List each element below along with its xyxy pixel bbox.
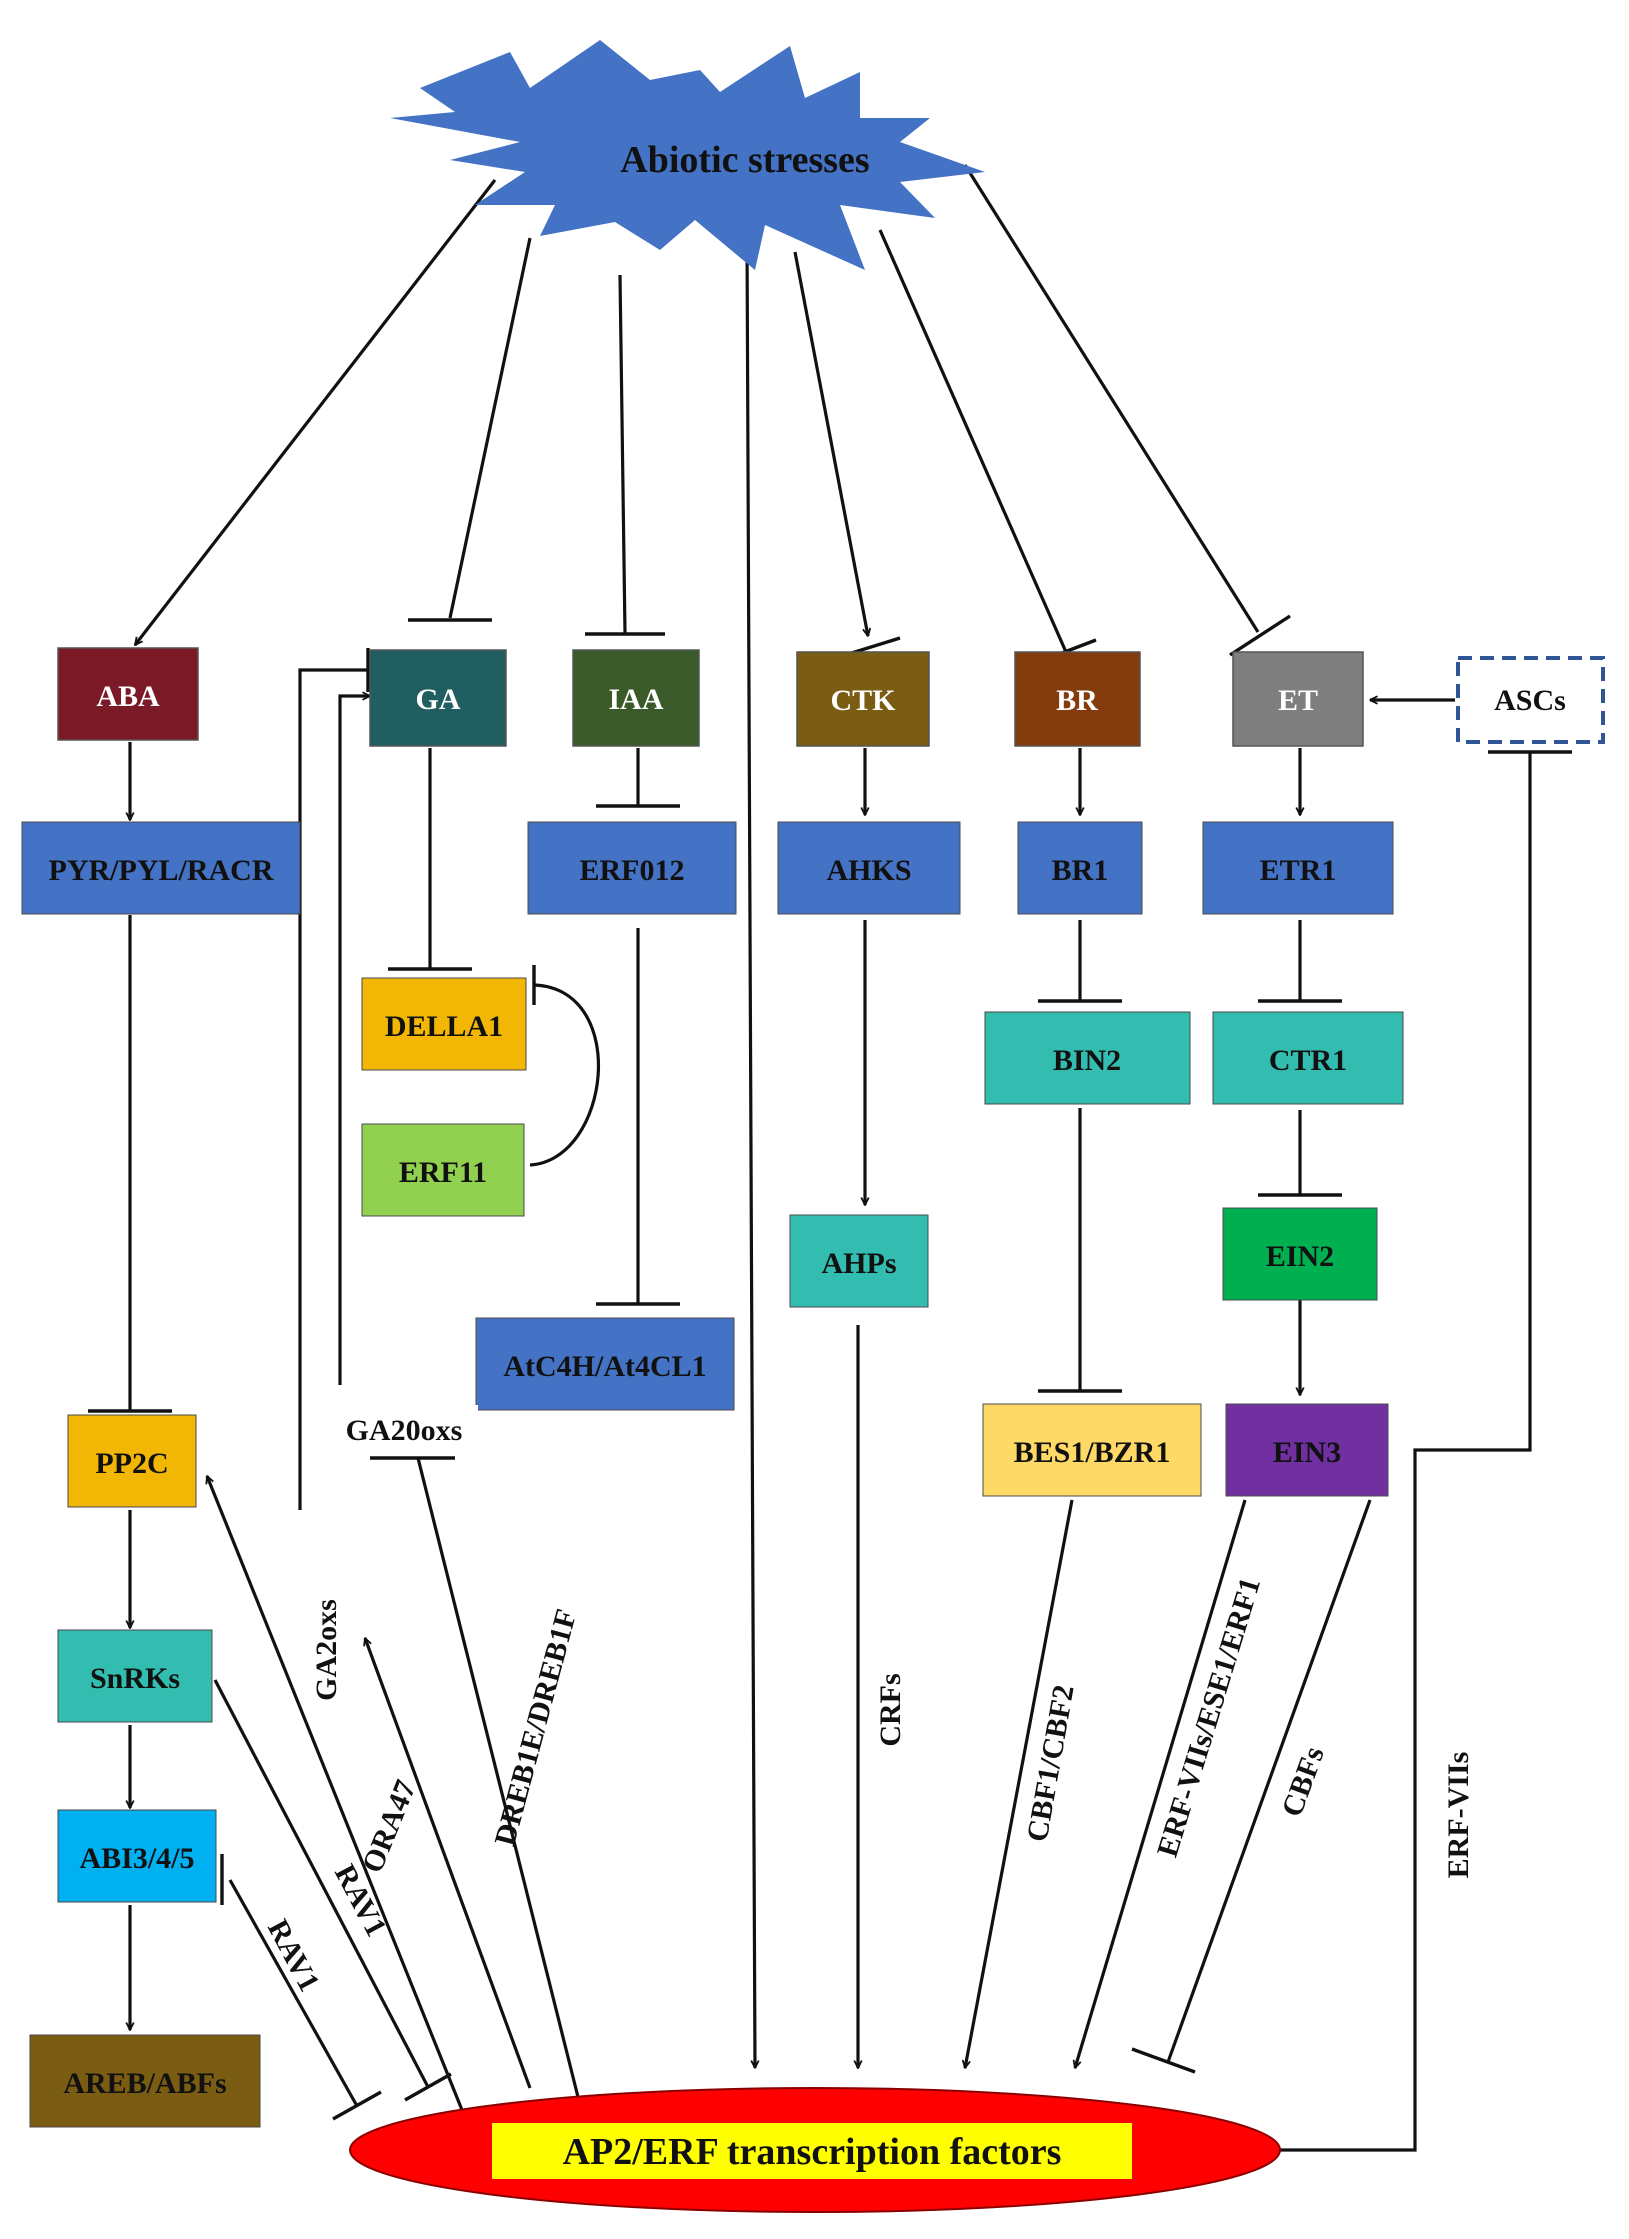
- edges-ga-pathway: [298, 648, 601, 2106]
- svg-text:ERF012: ERF012: [580, 854, 685, 887]
- svg-text:PP2C: PP2C: [95, 1447, 168, 1480]
- svg-text:BES1/BZR1: BES1/BZR1: [1014, 1436, 1171, 1469]
- ga20oxs-label: GA20oxs: [346, 1414, 463, 1447]
- svg-text:BR1: BR1: [1052, 854, 1109, 887]
- edge-label-cbf12: CBF1/CBF2: [1021, 1683, 1081, 1845]
- node-della1: DELLA1: [361, 977, 527, 1071]
- node-atc4h: AtC4H/At4CL1: [475, 1317, 735, 1411]
- svg-text:AHKS: AHKS: [826, 854, 911, 887]
- edges-et-pathway: [1075, 700, 1572, 2152]
- svg-text:BIN2: BIN2: [1053, 1044, 1121, 1077]
- svg-text:ET: ET: [1278, 684, 1318, 717]
- node-br1: BR1: [1017, 821, 1143, 915]
- svg-text:EIN2: EIN2: [1266, 1240, 1334, 1273]
- svg-text:DELLA1: DELLA1: [385, 1010, 503, 1043]
- svg-text:AtC4H/At4CL1: AtC4H/At4CL1: [503, 1350, 706, 1383]
- node-ein3: EIN3: [1225, 1403, 1389, 1497]
- svg-text:CTK: CTK: [830, 684, 896, 717]
- hormone-box-et: ET: [1232, 651, 1364, 747]
- svg-text:ETR1: ETR1: [1260, 854, 1337, 887]
- svg-text:PYR/PYL/RACR: PYR/PYL/RACR: [49, 854, 274, 887]
- edge-label-crfs: CRFs: [874, 1673, 907, 1746]
- edge-label-erfvii: ERF-VIIs: [1442, 1752, 1475, 1879]
- edges-ctk-pathway: [858, 748, 865, 2068]
- node-ctr1: CTR1: [1212, 1011, 1404, 1105]
- ga2oxs-label: GA2oxs: [310, 1599, 343, 1701]
- svg-text:BR: BR: [1056, 684, 1098, 717]
- svg-text:GA: GA: [416, 683, 461, 716]
- hormone-box-ctk: CTK: [796, 651, 930, 747]
- edge-label-cbfs: CBFs: [1275, 1742, 1331, 1821]
- svg-text:CTR1: CTR1: [1269, 1044, 1347, 1077]
- svg-text:ABI3/4/5: ABI3/4/5: [79, 1842, 194, 1875]
- svg-text:AREB/ABFs: AREB/ABFs: [63, 2067, 226, 2100]
- node-areb: AREB/ABFs: [29, 2034, 261, 2128]
- node-erf012: ERF012: [527, 821, 737, 915]
- hormone-box-aba: ABA: [57, 647, 199, 741]
- node-pyr: PYR/PYL/RACR: [21, 821, 301, 915]
- hormone-box-br: BR: [1014, 651, 1141, 747]
- asc-label: ASCs: [1494, 684, 1566, 717]
- edges-iaa-pathway: [596, 748, 680, 1306]
- node-abi: ABI3/4/5: [57, 1809, 217, 1903]
- stress-title: Abiotic stresses: [620, 139, 869, 181]
- edges-br-pathway: [965, 748, 1122, 2068]
- node-bes1: BES1/BZR1: [982, 1403, 1202, 1497]
- asc-box: ASCs: [1456, 656, 1605, 744]
- free-labels: GA20oxs GA2oxs: [310, 1405, 478, 1701]
- hormone-box-iaa: IAA: [572, 649, 700, 747]
- edges-aba-pathway: [88, 742, 464, 2121]
- node-snrks: SnRKs: [57, 1629, 213, 1723]
- node-erf11: ERF11: [361, 1123, 525, 1217]
- svg-text:AHPs: AHPs: [822, 1247, 897, 1280]
- node-ein2: EIN2: [1222, 1207, 1378, 1301]
- edge-labels: RAV1 RAV1 ORA47 DREB1E/DREB1F CRFs CBF1/…: [261, 1574, 1475, 1997]
- hormone-box-ga: GA: [369, 649, 507, 747]
- stress-star: [390, 40, 985, 270]
- node-ahps: AHPs: [789, 1214, 929, 1308]
- hormone-boxes: ABA GA IAA CTK BR ET: [57, 647, 1364, 747]
- edge-label-ora47: ORA47: [356, 1775, 423, 1877]
- node-bin2: BIN2: [984, 1011, 1191, 1105]
- target-highlight: [492, 2123, 1132, 2179]
- svg-text:IAA: IAA: [608, 683, 663, 716]
- svg-text:EIN3: EIN3: [1273, 1436, 1341, 1469]
- node-etr1: ETR1: [1202, 821, 1394, 915]
- edge-label-dreb1e: DREB1E/DREB1F: [488, 1606, 583, 1850]
- target-label: AP2/ERF transcription factors: [563, 2131, 1062, 2173]
- svg-text:ABA: ABA: [96, 680, 160, 713]
- node-pp2c: PP2C: [67, 1414, 197, 1508]
- node-ahks: AHKS: [777, 821, 961, 915]
- edges-from-stress: [133, 164, 1291, 2068]
- pathway-nodes: PYR/PYL/RACR ERF012 AHKS BR1 ETR1 DELLA1…: [21, 821, 1404, 2128]
- svg-text:SnRKs: SnRKs: [90, 1662, 180, 1695]
- svg-text:ERF11: ERF11: [399, 1156, 487, 1189]
